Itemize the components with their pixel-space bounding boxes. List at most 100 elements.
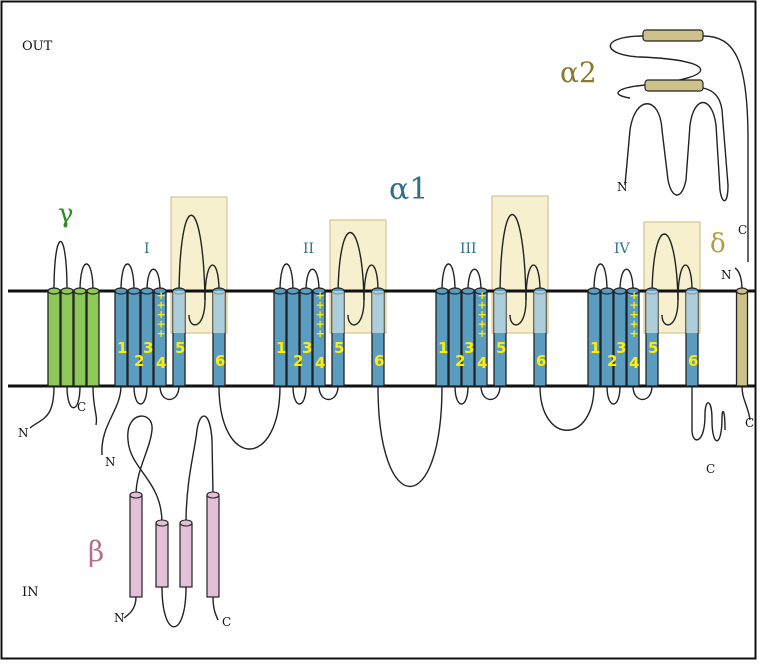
domain-label-ii: II	[303, 241, 314, 257]
beta-helix-3	[179, 519, 193, 588]
segment-number-iii-2: 2	[455, 352, 465, 370]
loop-s4-s5-ii	[318, 385, 339, 401]
alpha1-i-s3	[140, 287, 154, 387]
alpha1-ii-s6	[371, 287, 385, 387]
alpha1-iv-s6	[685, 287, 699, 387]
alpha1-i-s4	[153, 287, 167, 387]
loop-ii-iii	[377, 385, 443, 487]
charge-iii-1: +	[478, 289, 487, 302]
loop-iii-iv	[539, 385, 595, 431]
charge-iv-3: +	[630, 308, 639, 321]
gamma-loop-3	[66, 385, 81, 409]
segment-number-iv-3: 3	[616, 339, 626, 357]
alpha1-i-s1	[114, 287, 128, 387]
alpha1-iv-s3	[613, 287, 627, 387]
segment-number-iv-6: 6	[688, 352, 698, 370]
alpha2-n-terminus: N	[617, 180, 628, 194]
alpha1-ii-s5	[331, 287, 345, 387]
charge-i-2: +	[157, 299, 166, 312]
charge-i-1: +	[157, 289, 166, 302]
beta-loop-top-2	[185, 415, 214, 524]
alpha1-label: α1	[389, 172, 428, 207]
segment-number-iii-6: 6	[536, 352, 546, 370]
alpha1-i-s2	[127, 287, 141, 387]
loop-i-ii	[218, 385, 281, 450]
alpha2-lower-link	[617, 84, 646, 99]
beta-c-terminus: C	[222, 615, 231, 629]
charge-iv-1: +	[630, 289, 639, 302]
alpha1-iv-s2	[600, 287, 614, 387]
segment-number-ii-6: 6	[374, 352, 384, 370]
alpha2-c-terminus: C	[738, 223, 747, 237]
delta-n-terminus: N	[721, 268, 732, 282]
beta-helix-2	[155, 519, 169, 588]
loop-s2-s3-ii	[292, 385, 307, 405]
segment-labels: 123456+++++123456+++++123456+++++123456+…	[117, 289, 698, 372]
charge-iv-2: +	[630, 299, 639, 312]
segment-number-i-1: 1	[117, 339, 127, 357]
alpha2-subunit	[642, 29, 704, 92]
pore-loop-b-iv	[677, 264, 693, 301]
charge-iii-2: +	[478, 299, 487, 312]
charge-iii-4: +	[478, 318, 487, 331]
out-label: OUT	[22, 39, 53, 54]
beta-n-tail	[123, 596, 137, 619]
charge-iii-5: +	[478, 327, 487, 340]
loop-s1-s2-ii	[279, 263, 294, 292]
gamma-n-terminus: N	[18, 426, 29, 440]
segment-number-iii-4: 4	[477, 354, 487, 372]
beta-helix-4	[206, 491, 220, 598]
alpha1-iii-s6	[533, 287, 547, 387]
charge-ii-4: +	[316, 318, 325, 331]
loop-s3-s4-ii	[305, 268, 320, 292]
charge-ii-2: +	[316, 299, 325, 312]
alpha1-c-tail	[691, 386, 726, 442]
beta-loop-top-1	[127, 415, 163, 524]
pore-loop-b-iii	[525, 264, 541, 301]
segment-number-ii-1: 1	[276, 339, 286, 357]
loop-s2-s3-iii	[454, 385, 469, 405]
delta-c-tail	[741, 385, 751, 421]
alpha1-c-terminus: C	[706, 462, 715, 476]
gamma-helix-4	[86, 287, 100, 387]
in-label: IN	[22, 585, 39, 600]
alpha1-iii-s5	[493, 287, 507, 387]
connecting-loops	[29, 35, 751, 628]
charge-ii-1: +	[316, 289, 325, 302]
segment-number-iii-5: 5	[496, 339, 506, 357]
segment-number-ii-4: 4	[315, 354, 325, 372]
segment-number-i-4: 4	[156, 354, 166, 372]
segment-number-ii-2: 2	[293, 352, 303, 370]
segment-number-iv-5: 5	[648, 339, 658, 357]
segment-number-ii-3: 3	[302, 339, 312, 357]
alpha1-ii-s3	[299, 287, 313, 387]
segment-number-i-2: 2	[134, 352, 144, 370]
charge-iii-3: +	[478, 308, 487, 321]
segment-number-ii-5: 5	[334, 339, 344, 357]
beta-loop-bottom	[161, 586, 187, 628]
delta-label: δ	[710, 229, 726, 259]
delta-n-link	[734, 267, 743, 292]
pore-loop-a-iv	[651, 233, 679, 326]
segment-number-iii-1: 1	[438, 339, 448, 357]
alpha1-iv-s5	[645, 287, 659, 387]
alpha1-n-terminus: N	[105, 455, 116, 469]
loop-s2-s3-iv	[606, 385, 621, 405]
charge-i-5: +	[157, 327, 166, 340]
loop-s4-s5-iv	[632, 385, 653, 401]
charge-iv-4: +	[630, 318, 639, 331]
alpha1-iii-s4	[474, 287, 488, 387]
alpha1-iii-s2	[448, 287, 462, 387]
delta-helix	[735, 287, 749, 387]
domain-label-iv: IV	[614, 241, 631, 257]
loop-s1-s2-iv	[593, 263, 608, 292]
loop-s3-s4-i	[146, 268, 161, 292]
pore-loop-a-ii	[337, 232, 365, 326]
loop-s4-s5-i	[159, 385, 180, 401]
beta-label: β	[88, 535, 104, 568]
pore-loop-b-i	[204, 264, 220, 301]
charge-ii-5: +	[316, 327, 325, 340]
gamma-loop-2	[79, 263, 94, 292]
gamma-helix-3	[73, 287, 87, 387]
alpha1-iv-s4	[626, 287, 640, 387]
